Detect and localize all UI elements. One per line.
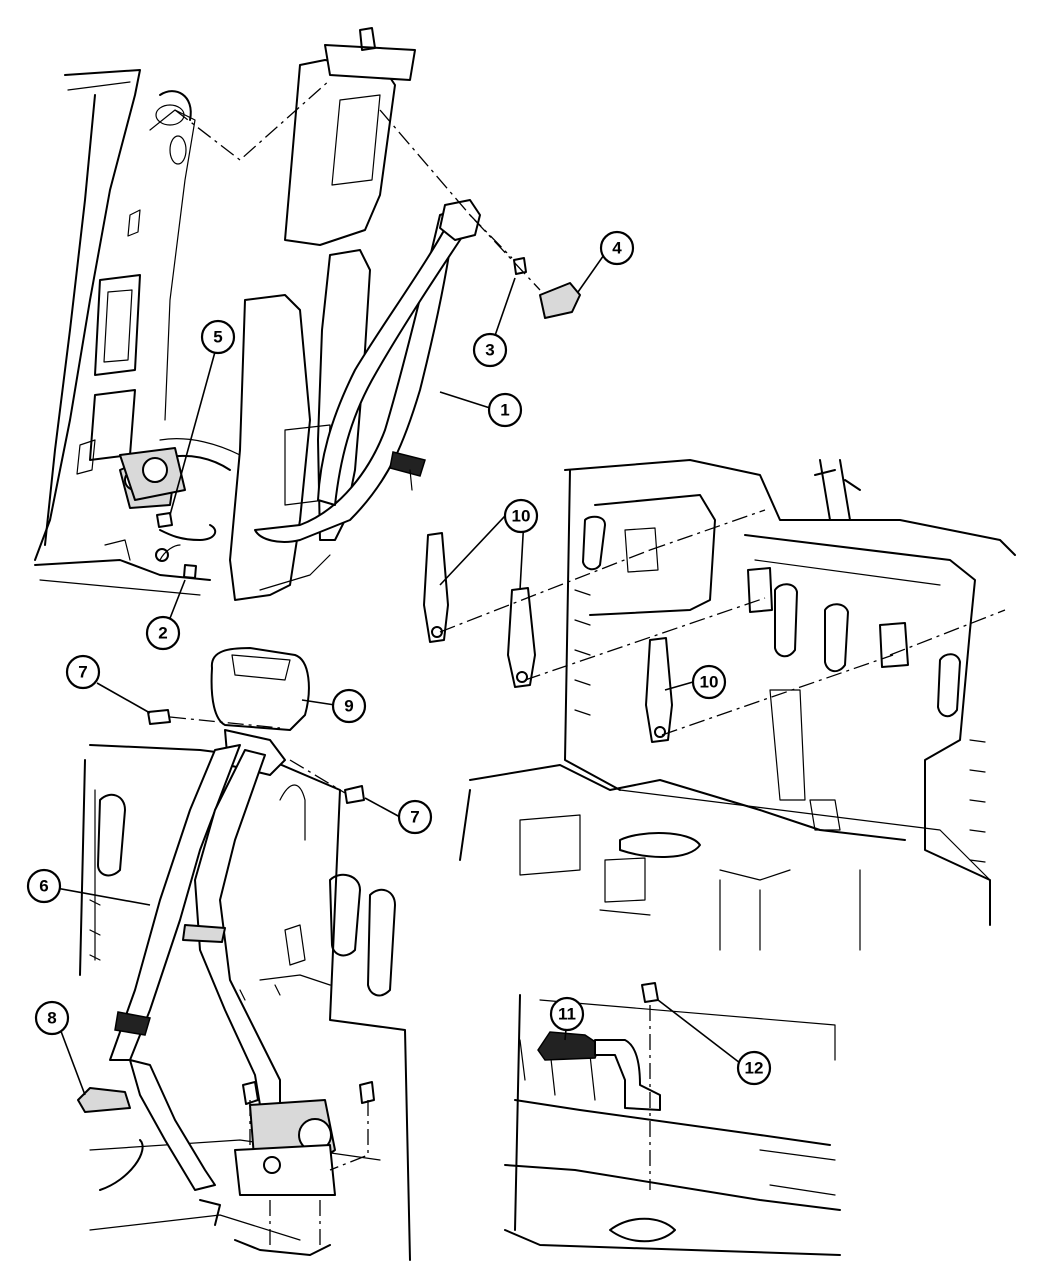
svg-text:1: 1 (500, 401, 509, 420)
svg-text:11: 11 (558, 1005, 576, 1024)
callout-11: 11 (549, 996, 585, 1032)
callout-1: 1 (487, 392, 523, 428)
svg-text:10: 10 (700, 673, 719, 692)
callout-5: 5 (200, 319, 236, 355)
front-belt-assembly-view (34, 27, 581, 601)
svg-text:8: 8 (47, 1009, 56, 1028)
callout-10-top: 10 (503, 498, 539, 534)
rear-seat-buckle-view (423, 459, 1016, 951)
svg-text:9: 9 (344, 697, 353, 716)
callout-10-right: 10 (691, 664, 727, 700)
callout-4: 4 (599, 230, 635, 266)
rear-outboard-belt-view (77, 647, 411, 1261)
callout-6: 6 (26, 868, 62, 904)
svg-text:7: 7 (410, 808, 419, 827)
svg-text:7: 7 (78, 663, 87, 682)
callout-7-right: 7 (397, 799, 433, 835)
center-buckle-view (504, 982, 841, 1256)
callout-9: 9 (331, 688, 367, 724)
svg-text:2: 2 (158, 624, 167, 643)
callout-3: 3 (472, 332, 508, 368)
callout-7-top: 7 (65, 654, 101, 690)
svg-text:6: 6 (39, 877, 48, 896)
callout-2: 2 (145, 615, 181, 651)
callout-8: 8 (34, 1000, 70, 1036)
svg-text:3: 3 (485, 341, 494, 360)
svg-text:4: 4 (612, 239, 622, 258)
callout-12: 12 (736, 1050, 772, 1086)
svg-text:12: 12 (745, 1059, 764, 1078)
svg-text:10: 10 (512, 507, 531, 526)
svg-text:5: 5 (213, 328, 222, 347)
